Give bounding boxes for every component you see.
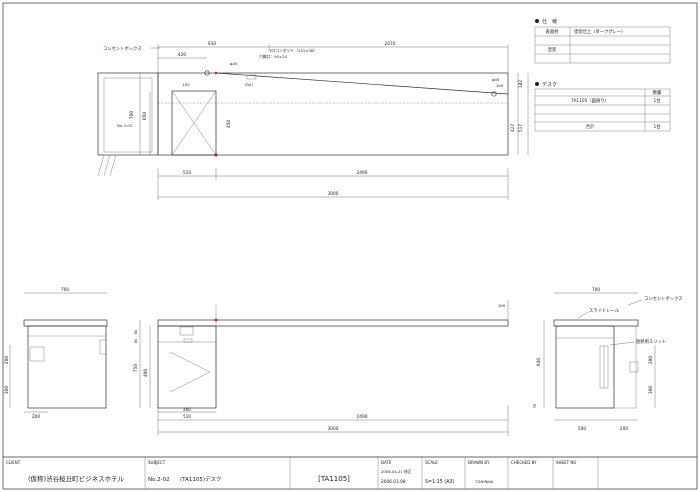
dim-text: 510 [183,414,191,419]
red-marker-icon [214,71,218,75]
dim-text: 80 [134,329,138,334]
subject-value: (TA1105)デスク [180,475,221,483]
scale-label: SCALE [425,460,438,465]
outlet-icon [204,70,210,76]
plan-outlet-abbr: (OA) [245,83,253,87]
plan-outlet-label: 3口コンセント（131×38） [269,48,317,53]
spec-table: 仕 様 表面材 塗装仕上（ダークグレー） 塗装 [534,18,671,64]
desk-bullet-icon [535,82,539,86]
sheet-label: SHEET NO [556,460,576,465]
right-outlet-box-label: コンセントボックス [644,295,683,302]
dim-text: 517 [518,124,524,132]
front-elevation: 100 80 60 750 400 460 510 2490 3000 70 [133,300,537,436]
slit-label: 放熱用スリット [636,338,666,345]
subject-label: SUBJECT [148,460,166,465]
date-label: DATE [381,460,392,465]
checked-label: CHECKED BY [511,460,537,465]
spec-row-value: 塗装仕上（ダークグレー） [574,28,625,35]
desk-total-qty: 1台 [653,123,660,130]
client-label: CLIENT [6,460,21,465]
dim-text: 750 [133,364,139,372]
slide-rail-label: スライドレール [589,308,620,314]
subject-no: No.2-02 [148,477,170,483]
dim-text: 3000 [328,191,339,197]
red-marker-icon [214,153,218,157]
client-value: (仮称)渋谷桜丘町ビジネスホテル [28,474,125,483]
dim-text: 500 [578,426,586,432]
dim-text: 640 [536,358,542,366]
dim-text: 700 [129,111,135,119]
dim-text: 427 [510,124,516,132]
drawing-code: [TA1105] [318,475,350,483]
dim-text: 2070 [385,41,396,47]
dim-text: 700 [592,287,600,293]
desk-header: デスク [542,81,557,88]
dim-text: 510 [183,170,191,176]
outlet-box-icon [246,74,257,80]
left-elevation: 700 200 300 200 [4,287,108,420]
spec-bullet-icon [535,19,539,23]
desk-total-label: 合計 [586,123,595,130]
dim-text: 400 [143,369,149,377]
dim-text: 100 [182,82,190,87]
outlet-icon [491,91,497,97]
drawn-label: DRAWN BY [468,460,490,465]
dim-text: 700 [61,287,69,293]
dim-text: 300 [4,386,10,394]
dim-text: φ45 [230,61,238,66]
dim-text: 200 [648,356,654,364]
dim-text: 3000 [328,426,339,432]
dim-text: 650 [142,112,148,120]
dim-text: φ45 [492,77,500,82]
right-elevation: 700 スライドレール コンセントボックス 放熱用スリット 640 200 30… [536,287,683,432]
spec-row-label: 塗装 [548,46,557,53]
dim-text: 930 [208,41,216,47]
desk-row-name: TA1105（図通り） [570,97,609,104]
dim-text: 420 [178,52,186,58]
dim-text: 60 [134,338,138,343]
dim-text: 2490 [357,414,368,420]
plan-hole-label: 穴開口：95×24 [259,54,288,59]
dim-text: 200 [32,414,40,420]
dim-text: 100 [496,83,504,88]
dim-text: 70 [533,403,537,408]
desk-table: デスク 数量 TA1105（図通り） 1台 合計 1台 [534,81,671,132]
spec-row-label: 表面材 [546,28,560,35]
desk-row-qty: 1台 [653,97,660,104]
dim-text: 100 [498,303,506,308]
date-value: 2006.03.08 [381,479,406,485]
date-revised: 2006.04.21 修正 [381,469,412,474]
plan-view: No. 2-03 コンセントボックス 3口コンセント（131×38） 穴開口：9… [97,41,529,200]
dim-text: 182 [518,80,524,88]
title-block: CLIENT (仮称)渋谷桜丘町ビジネスホテル SUBJECT No.2-02 … [3,456,697,489]
dim-text: 460 [183,407,191,412]
scale-value: S=1:15 (A3) [425,479,455,485]
spec-header: 仕 様 [542,18,557,25]
dim-text: 450 [226,120,232,128]
panel-label: No. 2-03 [117,124,132,128]
dim-text: 300 [648,386,654,394]
plan-outlet-box-label: コンセントボックス [103,45,142,52]
dim-text: 2490 [357,170,368,176]
desk-col-qty: 数量 [653,89,662,96]
dim-text: 200 [4,356,10,364]
dim-text: 200 [620,426,628,432]
drawn-value: T.SHINKAI [474,479,493,484]
